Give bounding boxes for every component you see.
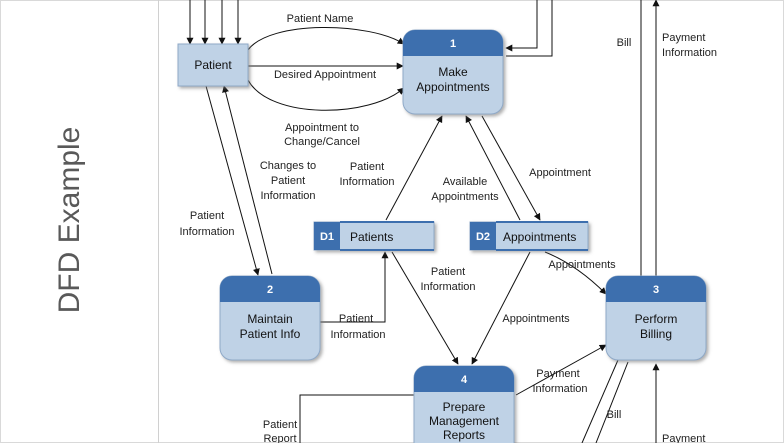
flow-patient-name xyxy=(247,27,405,51)
process-3-line1: Perform xyxy=(635,312,678,326)
flow-d1-to-p4 xyxy=(391,251,459,365)
label-changes-2: Patient xyxy=(271,175,305,187)
flow-d2-to-p1 xyxy=(465,115,521,221)
process-1-line1: Make xyxy=(438,65,468,79)
process-2-line1: Maintain xyxy=(247,312,292,326)
flow-labels: Patient Name Desired Appointment Appoint… xyxy=(179,13,717,443)
store-d1: D1 Patients xyxy=(313,221,435,251)
entity-patient: Patient xyxy=(177,43,249,87)
flow-patient-info-down xyxy=(205,85,260,276)
label-pi-d1-1: Patient xyxy=(350,161,384,173)
store-d1-id: D1 xyxy=(320,231,334,243)
flow-changes-up xyxy=(222,85,273,275)
label-changes-1: Changes to xyxy=(260,160,316,172)
label-pi-left-1: Patient xyxy=(190,210,224,222)
flow-p4-to-p3 xyxy=(515,344,607,396)
process-4-line2: Management xyxy=(429,414,500,428)
store-d2-id: D2 xyxy=(476,231,490,243)
label-payment-cut: Payment xyxy=(662,433,705,443)
label-pi-d1-4-1: Patient xyxy=(431,266,465,278)
flow-bill-bottom-b xyxy=(595,361,629,443)
label-avail-1: Available xyxy=(443,176,487,188)
flow-d1-to-p1 xyxy=(385,115,443,221)
label-pi-2-d1-2: Information xyxy=(330,329,385,341)
process-2-number: 2 xyxy=(267,284,273,296)
process-4: 4 Prepare Management Reports xyxy=(413,365,515,443)
process-4-line1: Prepare xyxy=(443,400,486,414)
label-appt-change-1: Appointment to xyxy=(285,122,359,134)
label-appointment: Appointment xyxy=(529,167,591,179)
label-bill-bot: Bill xyxy=(607,409,622,421)
process-3-number: 3 xyxy=(653,284,659,296)
flow-patient-report xyxy=(299,394,414,443)
label-payment-top-1: Payment xyxy=(662,32,705,44)
label-appointments-d2-3: Appointments xyxy=(548,259,616,271)
label-patient-report-2: Report xyxy=(263,433,296,443)
flow-d2-to-p3 xyxy=(544,251,607,295)
label-desired-appointment: Desired Appointment xyxy=(274,69,376,81)
store-d2-name: Appointments xyxy=(503,230,576,244)
label-pi-d1-2: Information xyxy=(339,176,394,188)
label-payment-bot-1: Payment xyxy=(536,368,579,380)
flow-top-to-p1-a xyxy=(505,0,538,52)
label-appointments-d2-4: Appointments xyxy=(502,313,570,325)
process-1: 1 Make Appointments xyxy=(402,29,504,115)
label-appt-change-2: Change/Cancel xyxy=(284,136,360,148)
label-payment-bot-2: Information xyxy=(532,383,587,395)
label-patient-report-1: Patient xyxy=(263,419,297,431)
label-avail-2: Appointments xyxy=(431,191,499,203)
label-pi-d1-4-2: Information xyxy=(420,281,475,293)
process-2: 2 Maintain Patient Info xyxy=(219,275,321,361)
process-3: 3 Perform Billing xyxy=(605,275,707,361)
entity-patient-label: Patient xyxy=(194,58,232,72)
label-bill-top: Bill xyxy=(617,37,632,49)
flow-p1-to-d2 xyxy=(481,115,541,221)
process-3-line2: Billing xyxy=(640,327,672,341)
flow-appt-change xyxy=(247,79,405,111)
store-d2: D2 Appointments xyxy=(469,221,589,251)
flow-bill-bottom xyxy=(581,359,619,443)
process-2-line2: Patient Info xyxy=(240,327,301,341)
label-pi-2-d1-1: Patient xyxy=(339,313,373,325)
flow-lines xyxy=(186,0,660,443)
flow-p2-to-d1 xyxy=(320,251,389,323)
label-changes-3: Information xyxy=(260,190,315,202)
process-1-number: 1 xyxy=(450,38,456,50)
process-4-line3: Reports xyxy=(443,428,485,442)
process-1-line2: Appointments xyxy=(416,80,489,94)
label-payment-top-2: Information xyxy=(662,47,717,59)
label-pi-left-2: Information xyxy=(179,226,234,238)
label-patient-name: Patient Name xyxy=(287,13,354,25)
store-d1-name: Patients xyxy=(350,230,393,244)
process-4-number: 4 xyxy=(461,374,468,386)
flow-d2-to-p4 xyxy=(471,251,531,365)
slide-divider xyxy=(158,0,159,443)
flow-top-to-p1-b xyxy=(506,0,553,57)
